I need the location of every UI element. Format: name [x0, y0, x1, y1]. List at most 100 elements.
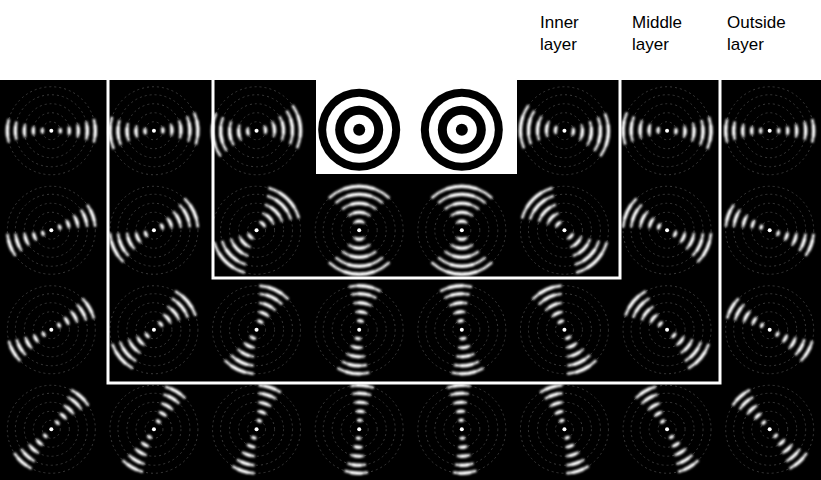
- arc: [343, 252, 375, 257]
- arc: [670, 436, 673, 438]
- arc-core: [571, 130, 575, 133]
- arc: [58, 324, 60, 327]
- ring: [353, 124, 365, 136]
- center-dot: [562, 129, 566, 133]
- arc: [348, 354, 364, 357]
- arc: [777, 129, 780, 132]
- arc-core: [784, 337, 786, 340]
- ring: [447, 115, 477, 145]
- arc-core: [752, 223, 753, 226]
- arc: [231, 240, 247, 256]
- faint-ring: [418, 385, 506, 473]
- faint-ring: [248, 321, 266, 339]
- arc-core: [276, 200, 286, 210]
- bright-arcs: [346, 385, 373, 473]
- arc-core: [345, 186, 374, 188]
- arc: [16, 235, 22, 250]
- arc-core: [177, 216, 180, 223]
- arc-core: [460, 319, 462, 323]
- arc: [595, 118, 601, 150]
- arc-core: [91, 211, 94, 220]
- arc-core: [685, 344, 690, 350]
- arc-core: [812, 126, 816, 136]
- faint-ring: [127, 402, 181, 456]
- arc-core: [737, 394, 744, 400]
- faint-ring: [136, 411, 172, 447]
- arc-core: [741, 128, 745, 133]
- arc-core: [449, 286, 463, 288]
- bright-arcs: [339, 286, 380, 374]
- arc-core: [555, 313, 559, 315]
- arc: [144, 129, 147, 134]
- center-dot: [357, 427, 361, 431]
- faint-ring: [332, 303, 386, 357]
- faint-ring: [24, 402, 78, 456]
- arc-core: [682, 458, 688, 462]
- arc: [113, 345, 132, 368]
- arc: [232, 356, 253, 366]
- arc: [34, 336, 38, 342]
- arc: [83, 299, 94, 317]
- arc: [559, 321, 563, 323]
- arc-core: [351, 471, 361, 475]
- arc-core: [172, 310, 177, 316]
- arc: [522, 188, 551, 217]
- arc: [459, 346, 469, 348]
- arc: [727, 299, 738, 317]
- arc-core: [636, 303, 643, 311]
- arc: [44, 435, 46, 437]
- arc: [553, 312, 562, 316]
- faint-ring: [42, 420, 60, 438]
- arc: [458, 455, 469, 456]
- arc-core: [221, 127, 223, 142]
- arc-core: [462, 337, 464, 341]
- faint-ring: [555, 221, 573, 239]
- arc: [787, 450, 799, 461]
- arc: [22, 450, 34, 461]
- arc-core: [568, 446, 571, 447]
- faint-ring: [640, 104, 694, 158]
- faint-ring: [7, 286, 95, 374]
- arc-core: [567, 336, 569, 340]
- center-dot: [460, 328, 464, 332]
- arc: [537, 117, 541, 139]
- arc-core: [18, 459, 25, 465]
- center-dot: [562, 328, 566, 332]
- arc: [260, 222, 265, 227]
- filter-cell: [726, 385, 814, 473]
- faint-ring: [24, 203, 78, 257]
- bright-arcs: [726, 206, 814, 255]
- faint-ring: [145, 321, 163, 339]
- arc-core: [679, 339, 682, 343]
- arc: [72, 390, 88, 404]
- arc: [230, 122, 234, 144]
- arc-core: [354, 345, 359, 349]
- ring: [429, 97, 495, 163]
- arc: [343, 203, 375, 208]
- arc-core: [250, 446, 253, 447]
- arc: [34, 233, 36, 240]
- arc-core: [692, 128, 696, 135]
- arc: [554, 127, 558, 133]
- arc: [568, 356, 589, 366]
- faint-ring: [453, 321, 471, 339]
- arc: [260, 286, 287, 299]
- arc: [164, 395, 178, 403]
- arc: [120, 343, 135, 361]
- faint-ring: [658, 221, 676, 239]
- arc-core: [744, 219, 746, 224]
- arc-core: [160, 226, 164, 228]
- arc-core: [590, 128, 591, 138]
- arc: [567, 453, 578, 457]
- arc: [238, 460, 254, 465]
- arc: [460, 419, 463, 422]
- faint-ring: [418, 186, 506, 274]
- arc-core: [41, 130, 44, 131]
- arc-core: [179, 126, 183, 133]
- arc: [357, 410, 364, 413]
- arc: [263, 214, 273, 224]
- arc: [546, 303, 561, 310]
- arc-core: [570, 454, 575, 456]
- arc: [69, 398, 81, 409]
- filter-cell: [623, 87, 711, 175]
